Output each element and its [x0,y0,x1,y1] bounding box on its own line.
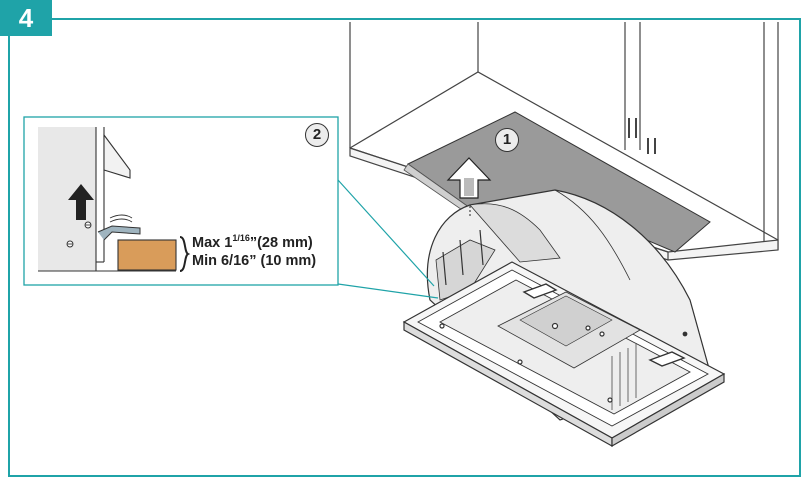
up-arrow-icon [446,157,492,216]
inset-leader-lines [337,179,439,299]
range-hood-unit [402,189,726,448]
bracket-icon [179,236,191,272]
callout-1-badge: 1 [495,128,519,152]
detail-inset-drawing [38,127,191,272]
max-prefix: Max 1 [192,235,233,251]
max-suffix: ”(28 mm) [249,235,313,251]
callout-2-badge: 2 [305,123,329,147]
step-number-badge: 4 [0,0,52,36]
max-clearance-label: Max 11/16”(28 mm) [192,233,313,251]
up-arrow-icon [68,184,94,220]
min-clearance-label: Min 6/16” (10 mm) [192,253,317,269]
max-fraction: 1/16 [232,233,250,243]
diagram-frame [8,18,801,477]
